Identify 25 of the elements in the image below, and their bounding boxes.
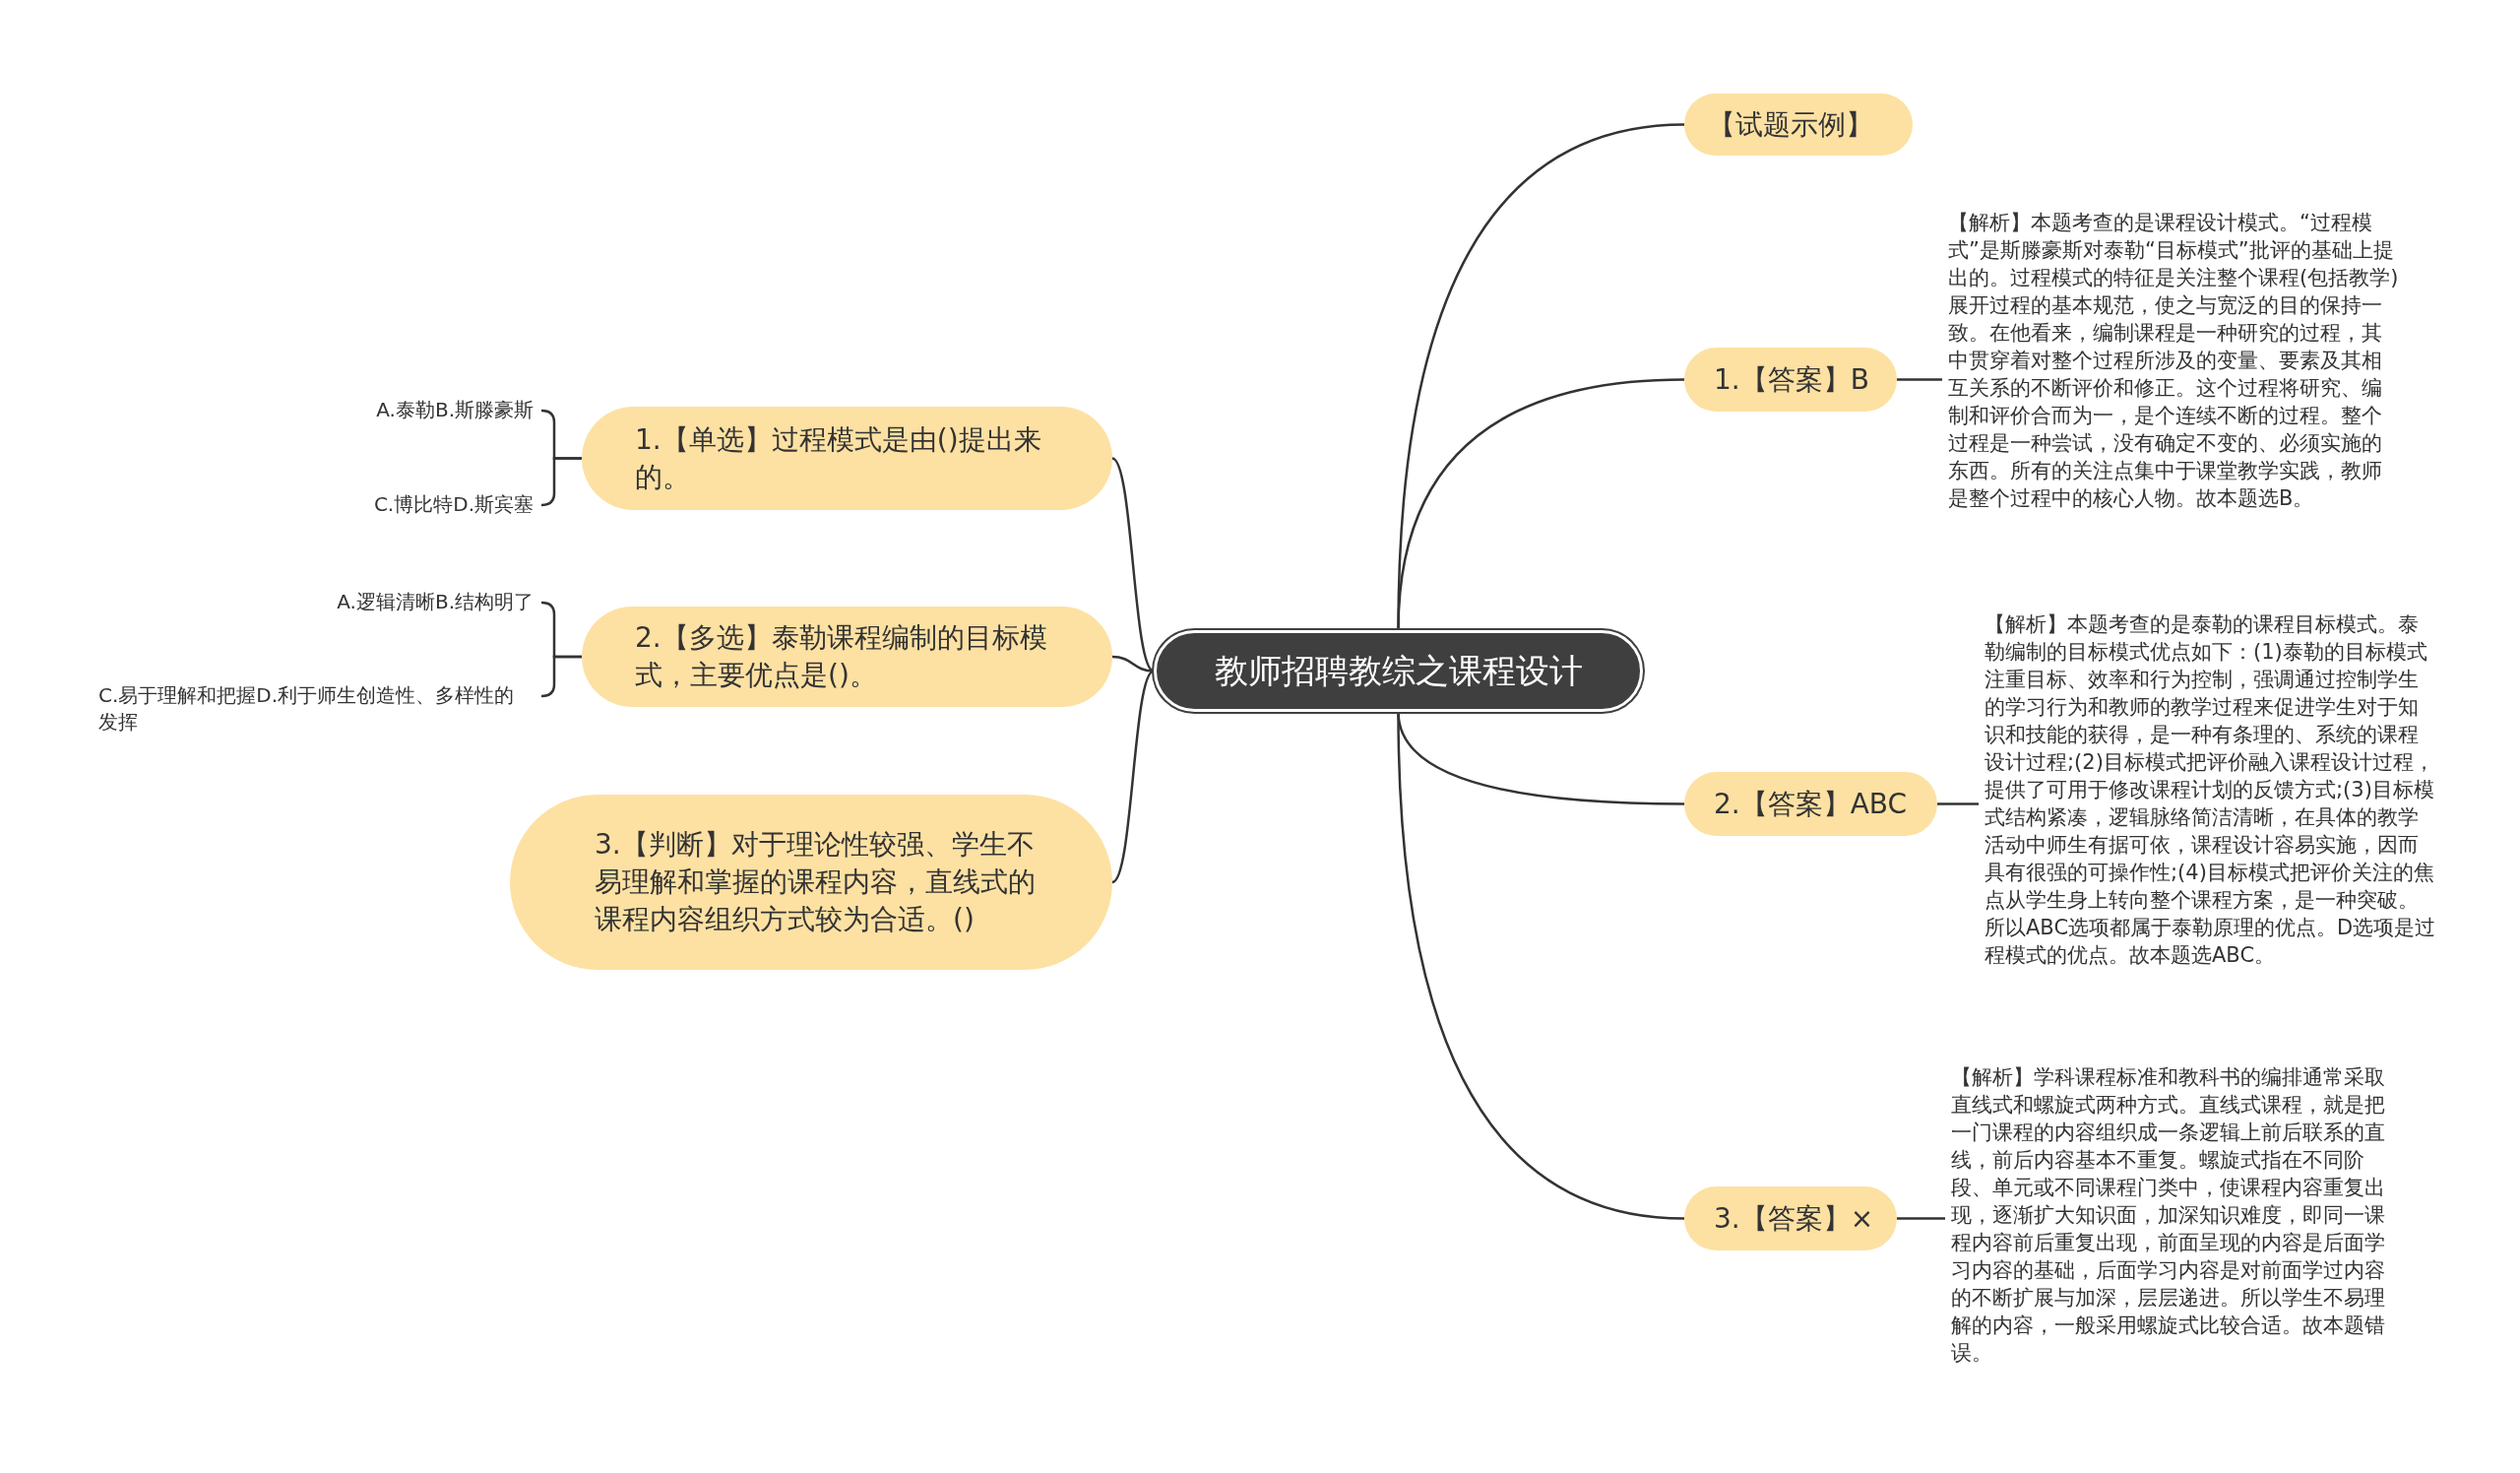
topic-pill: 1.【单选】过程模式是由()提出来的。 xyxy=(582,407,1112,510)
topic-pill: 2.【多选】泰勒课程编制的目标模式，主要优点是()。 xyxy=(582,607,1112,707)
topic-pill: 【试题示例】 xyxy=(1684,94,1913,156)
connector-line xyxy=(540,655,582,698)
connector-line xyxy=(1897,378,1942,381)
topic-pill: 3.【答案】× xyxy=(1684,1186,1897,1250)
topic-pill: 2.【答案】ABC xyxy=(1684,772,1937,836)
option-text: C.博比特D.斯宾塞 xyxy=(295,491,534,521)
topic-pill: 3.【判断】对于理论性较强、学生不易理解和掌握的课程内容，直线式的课程内容组织方式较为合适。() xyxy=(510,795,1112,970)
connector-line xyxy=(540,457,582,507)
option-text: C.易于理解和把握D.利于师生创造性、多样性的发挥 xyxy=(98,682,534,741)
connector-line xyxy=(1111,655,1155,672)
analysis-text: 【解析】本题考查的是泰勒的课程目标模式。泰勒编制的目标模式优点如下：(1)泰勒的目标模式注重目标、效率和行为控制，强调通过控制学生的学习行为和教师的教学过程来促进学生对于知识和技能的获得，是一种有条理的、系统的课程设计过程;(2)目标模式把评价融入课程设计过程，提供了可用于修改课程计划的反馈方式;(3)目标模式结构紧凑，逻辑脉络简洁清晰，在具体的教学活动中师生有据可依，课程设计容易实施，因而具有很强的可操作性;(4)目标模式把评价关注的焦点从学生身上转向整个课程方案，是一种突破。所以ABC选项都属于泰勒原理的优点。D选项是过程模式的优点。故本题选ABC。 xyxy=(1984,610,2437,1004)
analysis-text: 【解析】学科课程标准和教科书的编排通常采取直线式和螺旋式两种方式。直线式课程，就是把一门课程的内容组织成一条逻辑上前后联系的直线，前后内容基本不重复。螺旋式指在不同阶段、单元或不同课程门类中，使课程内容重复出现，逐渐扩大知识面，加深知识难度，即同一课程内容前后重复出现，前面呈现的内容是后面学习内容的基础，后面学习内容是对前面学过内容的不断扩展与加深，层层递进。所以学生不易理解的内容，一般采用螺旋式比较合适。故本题错误。 xyxy=(1951,1063,2404,1378)
connector-line xyxy=(1397,711,1685,1220)
connector-line xyxy=(1111,670,1155,883)
option-text: A.泰勒B.斯滕豪斯 xyxy=(295,397,534,426)
connector-line xyxy=(1397,378,1685,631)
topic-pill: 1.【答案】B xyxy=(1684,348,1897,412)
central-topic: 教师招聘教综之课程设计 xyxy=(1154,630,1643,712)
connector-line xyxy=(1111,457,1155,672)
analysis-text: 【解析】本题考查的是课程设计模式。“过程模式”是斯滕豪斯对泰勒“目标模式”批评的基础上提出的。过程模式的特征是关注整个课程(包括教学)展开过程的基本规范，使之与宽泛的目的保持一致。在他看来，编制课程是一种研究的过程，其中贯穿着对整个过程所涉及的变量、要素及其相互关系的不断评价和修正。这个过程将研究、编制和评价合而为一，是个连续不断的过程。整个过程是一种尝试，没有确定不变的、必须实施的东西。所有的关注点集中于课堂教学实践，教师是整个过程中的核心人物。故本题选B。 xyxy=(1948,209,2401,553)
connector-line xyxy=(1937,802,1979,805)
option-text: A.逻辑清晰B.结构明了 xyxy=(256,589,534,618)
connector-line xyxy=(1897,1217,1945,1220)
